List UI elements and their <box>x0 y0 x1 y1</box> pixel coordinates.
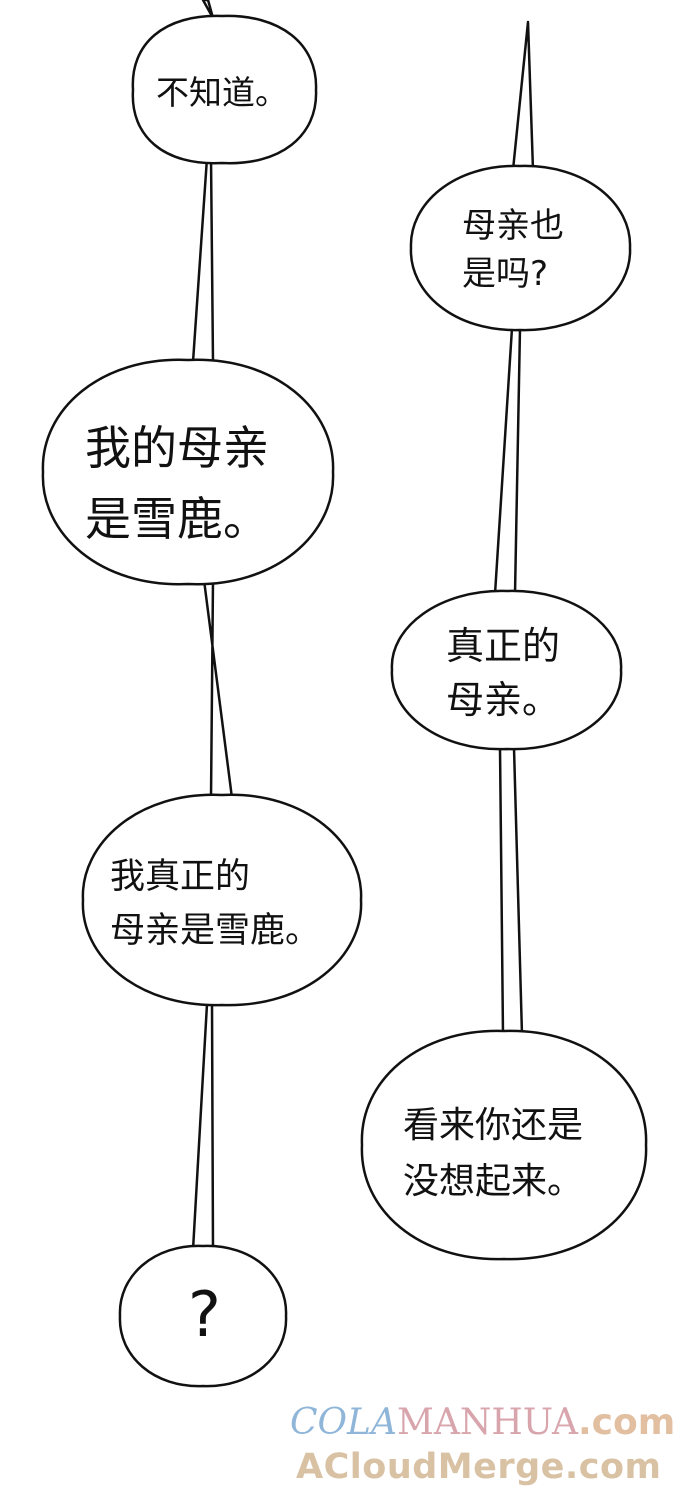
speech-bubble-2-text: 母亲也 是吗? <box>462 206 564 295</box>
speech-bubble-5 <box>81 793 363 1007</box>
speech-bubble-4 <box>390 589 623 751</box>
speech-bubble-2 <box>409 164 632 332</box>
bubble-tail <box>498 746 524 1037</box>
watermark-part-a: COLA <box>290 1402 397 1443</box>
bubble-tail <box>191 1002 215 1252</box>
speech-bubble-7-text: ? <box>188 1278 221 1351</box>
watermark-site-name: COLAMANHUA.com <box>290 1402 675 1443</box>
speech-bubble-6 <box>360 1029 648 1261</box>
watermark-mirror-site: ACloudMerge.com <box>296 1447 662 1487</box>
speech-bubble-3-text: 我的母亲 是雪鹿。 <box>85 421 269 547</box>
speech-bubble-5-text: 我真正的 母亲是雪鹿。 <box>110 857 321 952</box>
speech-bubble-1 <box>131 14 318 165</box>
watermark-part-c: .com <box>577 1402 676 1443</box>
speech-bubble-6-text: 看来你还是 没想起来。 <box>403 1105 584 1202</box>
bubble-tail <box>493 326 522 596</box>
bubble-tail <box>201 0 215 20</box>
watermark-part-b: MANHUA <box>396 1402 578 1443</box>
speech-bubble-1-text: 不知道。 <box>156 73 288 112</box>
bubble-tail <box>191 156 215 364</box>
speech-bubble-3 <box>41 358 335 586</box>
bubble-tail <box>511 20 535 172</box>
speech-bubble-4-text: 真正的 母亲。 <box>446 624 561 722</box>
speech-bubble-7 <box>118 1244 288 1388</box>
bubble-tail <box>202 578 234 800</box>
